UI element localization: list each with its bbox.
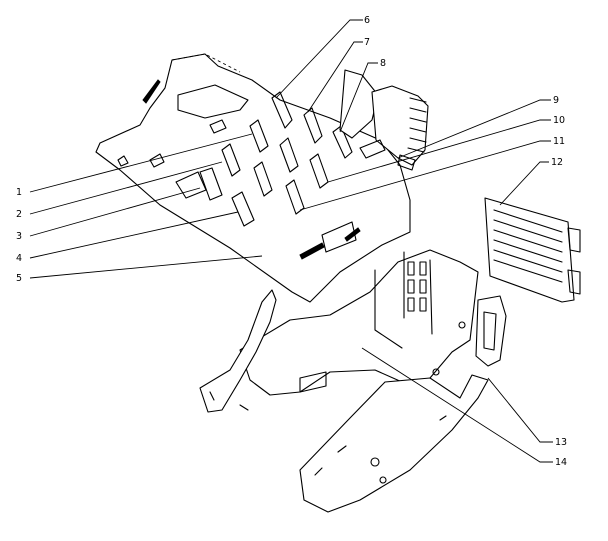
left-side-bracket: [199, 289, 277, 413]
callout-4: 4: [16, 253, 22, 264]
callout-5: 5: [16, 273, 22, 284]
grille-panel: [484, 197, 581, 303]
right-side-panel: [475, 295, 507, 367]
bottom-side-panel: [299, 374, 489, 513]
callout-2: 2: [16, 209, 22, 220]
callout-labels: 1 2 3 4 5 6 7 8 9 10 11 12 13 14: [16, 15, 567, 468]
comb-bracket: [339, 69, 429, 171]
callout-6: 6: [364, 15, 370, 26]
lower-frame: [239, 249, 479, 396]
callout-13: 13: [555, 437, 567, 448]
callout-7: 7: [364, 37, 370, 48]
callout-14: 14: [555, 457, 567, 468]
callout-8: 8: [380, 58, 386, 69]
callout-10: 10: [553, 115, 565, 126]
callout-12: 12: [551, 157, 563, 168]
callout-11: 11: [553, 136, 565, 147]
louvre-vanes: [175, 91, 353, 227]
callout-3: 3: [16, 231, 22, 242]
top-plate: [95, 53, 411, 303]
callout-9: 9: [553, 95, 559, 106]
leader-lines: [29, 19, 553, 463]
callout-1: 1: [16, 187, 22, 198]
